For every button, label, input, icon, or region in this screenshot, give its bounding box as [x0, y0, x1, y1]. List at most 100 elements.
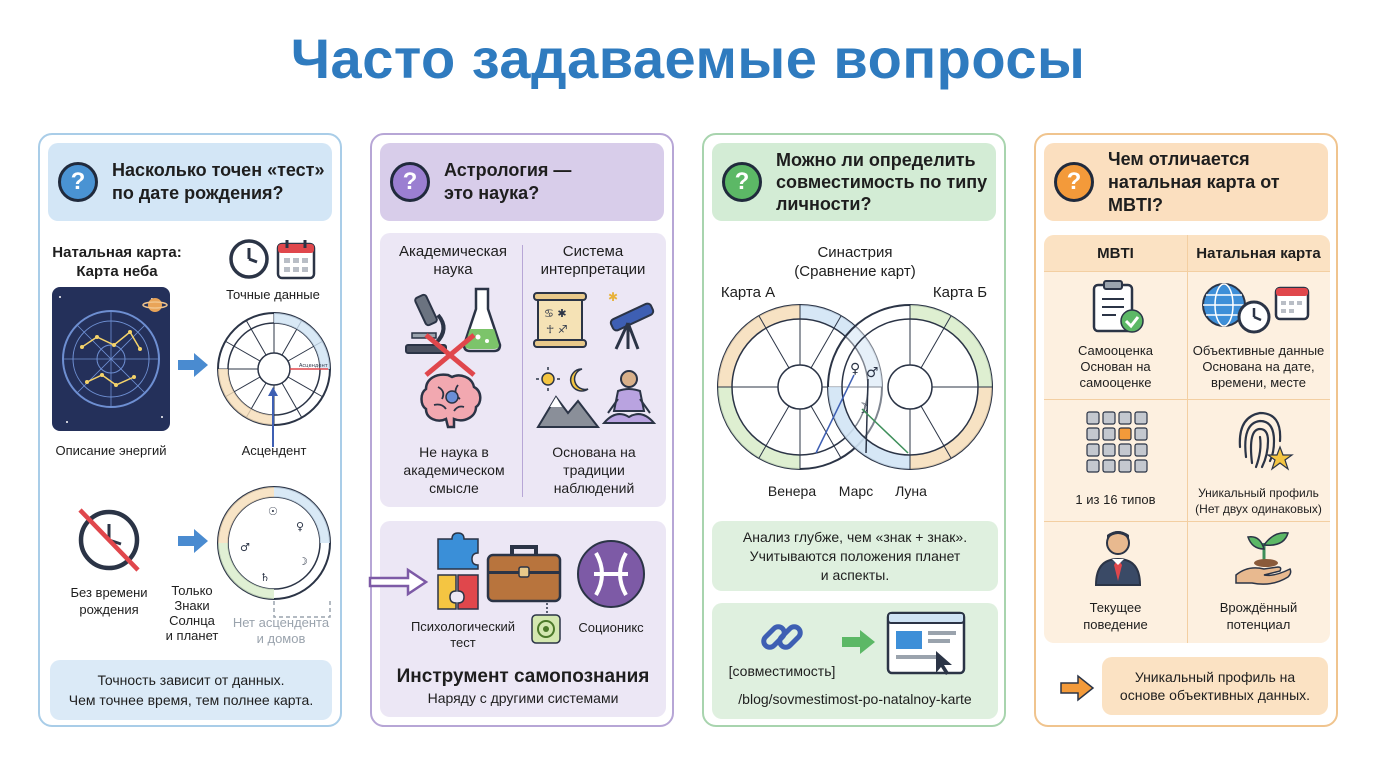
calendar-icon — [1274, 286, 1310, 321]
microscope-icon — [405, 293, 447, 354]
self-knowledge-subtitle: Наряду с другими системами — [427, 690, 619, 706]
page-title: Часто задаваемые вопросы — [290, 27, 1086, 90]
academic-science-label: Академическая наука — [398, 243, 508, 278]
card-question: Можно ли определить совместимость по тип… — [776, 150, 988, 214]
card-header: ? Чем отличается натальная карта от MBTI… — [1044, 143, 1328, 221]
socionics-label: Соционикс — [578, 620, 644, 635]
scroll-icon: ♋ ✱☥ ♐ — [533, 292, 587, 348]
arrow-right-icon — [368, 567, 429, 597]
grid-icon — [1086, 411, 1148, 473]
chain-link-icon — [761, 624, 803, 650]
faq-card-mbti: ? Чем отличается натальная карта от MBTI… — [1034, 133, 1338, 727]
zodiac-wheel-icon: ☉ ♀ ☽ ♂ ♄ — [217, 486, 331, 600]
analysis-note-text: Анализ глубже, чем «знак + знак». Учитыв… — [742, 528, 968, 583]
unique-profile-text: Уникальный профиль (Нет двух одинаковых) — [1195, 486, 1322, 516]
synastry-wheels: ♀♂☽ — [717, 304, 993, 470]
svg-text:♂: ♂ — [240, 541, 250, 554]
no-ascendant-bracket — [273, 601, 331, 618]
crossed-clock-icon — [78, 508, 140, 572]
zodiac-wheel-icon: Асцендент — [217, 312, 331, 426]
only-signs-label: Только Знаки Солнца и планет — [165, 583, 219, 643]
clipboard-icon — [1092, 280, 1144, 333]
innate-potential-text: Врождённый потенциал — [1219, 600, 1298, 632]
table-header-mbti: MBTI — [1044, 235, 1187, 271]
one-of-16-types-text: 1 из 16 типов — [1075, 492, 1156, 507]
card-header: ? Можно ли определить совместимость по т… — [712, 143, 996, 221]
svg-text:♂: ♂ — [866, 365, 879, 381]
browser-icon — [886, 611, 966, 675]
svg-text:☽: ☽ — [298, 555, 308, 568]
objective-data-text: Объективные данные Основана на дате, вре… — [1192, 343, 1325, 390]
meditation-icon — [601, 370, 657, 424]
svg-text:♄: ♄ — [260, 571, 270, 584]
accuracy-footer: Точность зависит от данных. Чем точнее в… — [50, 660, 332, 720]
interpretation-system-label: Система интерпретации — [540, 243, 646, 278]
arrow-right-icon — [1060, 674, 1095, 702]
mars-label: Марс — [838, 483, 874, 499]
globe-icon — [1202, 283, 1246, 327]
card-question: Чем отличается натальная карта от MBTI? — [1108, 148, 1280, 215]
panel-divider — [522, 245, 523, 497]
no-birth-time-label: Без времени рождения — [70, 585, 148, 617]
briefcase-icon — [486, 545, 562, 603]
red-cross-mark — [424, 333, 476, 377]
svg-text:✱: ✱ — [608, 290, 618, 304]
science-comparison-panel — [380, 233, 666, 507]
table-divider — [1044, 399, 1330, 400]
moon-label: Луна — [895, 483, 927, 499]
svg-text:Асцендент: Асцендент — [299, 363, 328, 369]
table-divider — [1044, 521, 1330, 522]
star-map-icon — [52, 287, 170, 431]
current-behavior-text: Текущее поведение — [1083, 600, 1148, 632]
table-header-natal: Натальная карта — [1187, 235, 1330, 271]
question-icon: ? — [722, 162, 762, 202]
person-icon — [1094, 531, 1142, 586]
mbti-footer: Уникальный профиль на основе объективных… — [1102, 657, 1328, 715]
blog-url-link[interactable]: /blog/sovmestimost-po-natalnoy-karte — [738, 691, 972, 707]
psychological-test-label: Психологический тест — [410, 619, 516, 650]
synastry-label: Синастрия (Сравнение карт) — [794, 244, 916, 280]
fingerprint-icon — [1238, 411, 1294, 471]
card-header: ? Астрология — это наука? — [380, 143, 664, 221]
arrow-right-icon — [178, 353, 208, 377]
venus-label: Венера — [767, 483, 817, 499]
question-icon: ? — [58, 162, 98, 202]
arrow-right-icon — [178, 529, 208, 553]
exact-data-label: Точные данные — [226, 287, 320, 302]
svg-text:☉: ☉ — [268, 505, 278, 518]
self-knowledge-title: Инструмент самопознания — [396, 666, 650, 687]
chart-a-label: Карта А — [720, 284, 776, 301]
faq-card-accuracy: ? Насколько точен «тест» по дате рождени… — [38, 133, 342, 727]
ascendant-label: Асцендент — [241, 443, 307, 458]
zodiac-wheel-icon — [827, 304, 993, 470]
svg-text:☥ ♐: ☥ ♐ — [546, 323, 568, 336]
question-icon: ? — [1054, 162, 1094, 202]
compatibility-link-label[interactable]: [совместимость] — [728, 663, 836, 679]
arrow-right-icon — [842, 630, 875, 654]
analysis-note: Анализ глубже, чем «знак + знак». Учитыв… — [712, 521, 998, 591]
connector-line — [546, 603, 548, 615]
clock-icon — [1237, 300, 1271, 334]
table-divider — [1187, 235, 1188, 643]
faq-card-compatibility: ? Можно ли определить совместимость по т… — [702, 133, 1006, 727]
faq-card-science: ? Астрология — это наука? Академическая … — [370, 133, 674, 727]
natal-chart-label: Натальная карта: Карта неба — [52, 244, 182, 280]
clock-icon — [229, 239, 269, 279]
svg-text:♀: ♀ — [296, 520, 304, 533]
sun-moon-icon — [536, 367, 601, 428]
svg-text:♀: ♀ — [850, 361, 860, 377]
sprout-hand-icon — [1235, 532, 1292, 585]
accuracy-footer-text: Точность зависит от данных. Чем точнее в… — [68, 672, 314, 708]
brain-icon — [420, 373, 482, 429]
socionics-icon — [531, 614, 561, 644]
telescope-icon: ✱ — [608, 290, 655, 350]
table-divider — [1044, 271, 1330, 272]
calendar-icon — [276, 240, 316, 280]
card-question: Насколько точен «тест» по дате рождения? — [112, 160, 325, 203]
question-icon: ? — [390, 162, 430, 202]
self-assessment-text: Самооценка Основан на самооценке — [1077, 343, 1154, 390]
tradition-label: Основана на традиции наблюдений — [552, 444, 636, 496]
no-ascendant-label: Нет асцендента и домов — [232, 615, 330, 646]
energy-description-label: Описание энергий — [55, 443, 167, 458]
chart-b-label: Карта Б — [932, 284, 988, 301]
